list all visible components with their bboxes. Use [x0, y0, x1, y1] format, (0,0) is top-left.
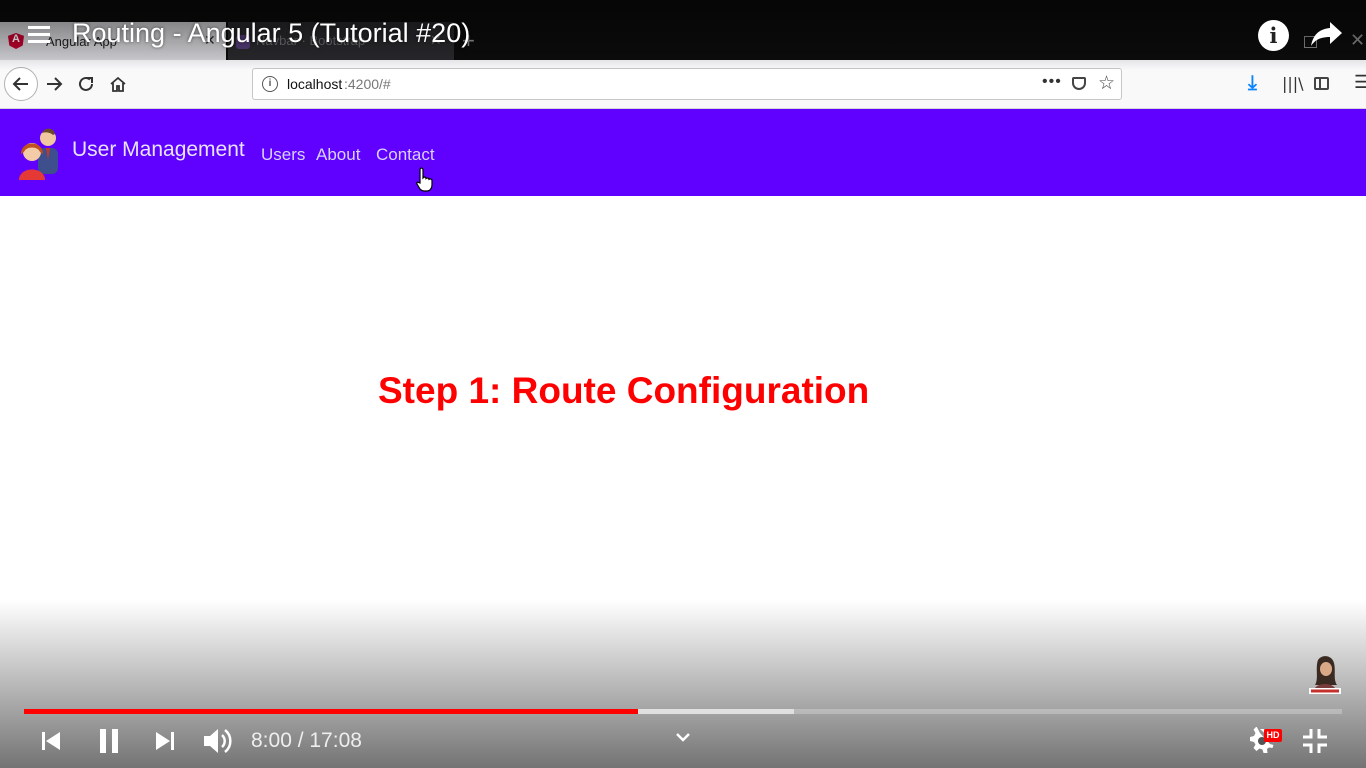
- next-button[interactable]: [150, 724, 180, 758]
- volume-icon: [204, 729, 232, 753]
- exit-fullscreen-icon: [1303, 729, 1327, 753]
- users-logo-icon: [19, 128, 58, 180]
- page-actions-icon[interactable]: •••: [1042, 73, 1062, 90]
- nav-link-users[interactable]: Users: [261, 145, 306, 164]
- share-icon[interactable]: [1310, 20, 1344, 48]
- sidebar-toggle-icon[interactable]: [1314, 77, 1329, 90]
- back-button[interactable]: [4, 67, 38, 101]
- app-brand[interactable]: User Management: [72, 138, 245, 161]
- angular-favicon-letter: A: [12, 33, 20, 45]
- window-close-icon[interactable]: ✕: [1350, 30, 1366, 50]
- hd-badge: HD: [1264, 729, 1282, 742]
- pocket-icon[interactable]: [1072, 77, 1086, 90]
- reload-button[interactable]: [70, 68, 102, 100]
- forward-button[interactable]: [38, 68, 70, 100]
- hand-cursor-icon: [416, 167, 433, 192]
- site-info-icon[interactable]: i: [262, 76, 278, 92]
- slide-title: Step 1: Route Configuration: [378, 370, 870, 411]
- exit-fullscreen-button[interactable]: [1298, 724, 1332, 758]
- nav-link-about[interactable]: About: [316, 145, 361, 164]
- progress-played[interactable]: [24, 709, 639, 714]
- info-icon[interactable]: i: [1258, 20, 1289, 51]
- url-path: :4200/#: [344, 76, 391, 92]
- skip-previous-icon: [42, 732, 60, 750]
- hamburger-menu-icon[interactable]: ☰: [1354, 72, 1366, 92]
- library-icon[interactable]: |||\: [1282, 74, 1304, 93]
- url-host: localhost: [287, 76, 343, 92]
- pause-icon: [100, 729, 118, 753]
- previous-button[interactable]: [36, 724, 66, 758]
- subscribe-watermark[interactable]: [1306, 654, 1344, 696]
- pause-button[interactable]: [92, 724, 126, 758]
- playlist-menu-icon[interactable]: [28, 26, 50, 44]
- nav-link-contact[interactable]: Contact: [376, 145, 435, 164]
- app-navbar: [0, 109, 1366, 196]
- url-bar[interactable]: [252, 68, 1122, 100]
- arrow-left-icon: [12, 77, 28, 91]
- reload-icon: [79, 76, 93, 91]
- home-icon: [110, 76, 126, 92]
- chevron-down-icon[interactable]: [672, 726, 694, 748]
- download-icon[interactable]: ⤓: [1248, 72, 1257, 94]
- video-title[interactable]: Routing - Angular 5 (Tutorial #20): [72, 18, 471, 48]
- arrow-right-icon: [47, 77, 63, 91]
- time-display: 8:00 / 17:08: [251, 729, 362, 752]
- home-button[interactable]: [102, 68, 134, 100]
- skip-next-icon: [156, 732, 174, 750]
- bookmark-star-icon[interactable]: ☆: [1098, 73, 1116, 94]
- volume-button[interactable]: [200, 724, 236, 758]
